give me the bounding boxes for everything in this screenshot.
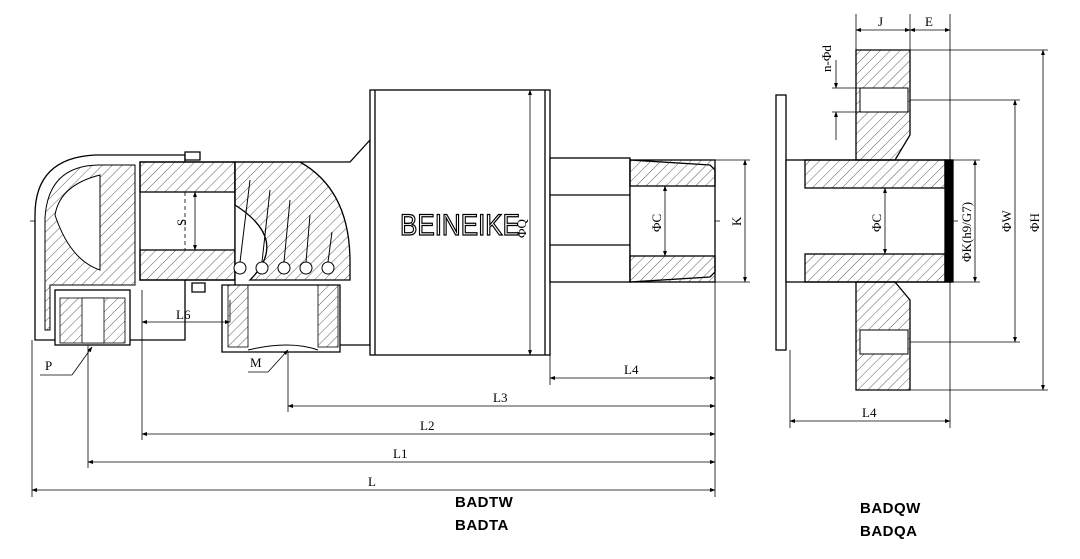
label-l6: L6: [176, 307, 191, 322]
right-dimensions: [789, 14, 1048, 428]
caption-right-line2: BADQA: [860, 523, 918, 540]
label-j: J: [878, 14, 883, 29]
label-w: ΦW: [999, 209, 1014, 232]
label-h: ΦH: [1027, 213, 1042, 232]
label-q: ΦQ: [514, 218, 529, 238]
right-flange-joint: [775, 49, 960, 391]
left-swivel-joint: [30, 89, 720, 356]
label-m: M: [250, 355, 262, 370]
label-c-right: ΦC: [869, 214, 884, 232]
label-nd: n-Φd: [819, 45, 834, 72]
label-l4-right: L4: [862, 405, 877, 420]
label-p: P: [45, 358, 52, 373]
label-k-right: ΦK(h9/G7): [959, 202, 974, 262]
label-c-left: ΦC: [649, 214, 664, 232]
label-l4-left: L4: [624, 362, 639, 377]
left-dimensions: [31, 89, 750, 497]
label-l2: L2: [420, 418, 434, 433]
label-l: L: [368, 474, 376, 489]
label-l1: L1: [393, 446, 407, 461]
brand-label: BEINEIKE: [400, 209, 520, 242]
label-s: S: [174, 219, 189, 226]
label-k-left: K: [729, 216, 744, 226]
caption-right-line1: BADQW: [860, 500, 921, 517]
label-e: E: [925, 14, 933, 29]
caption-left-line1: BADTW: [455, 494, 514, 511]
caption-left-line2: BADTA: [455, 517, 509, 534]
label-l3: L3: [493, 390, 507, 405]
